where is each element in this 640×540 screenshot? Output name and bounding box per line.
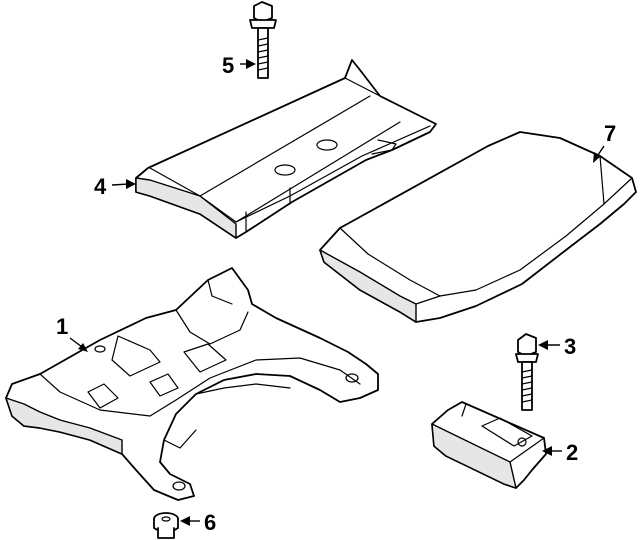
leader-7 [593, 145, 605, 163]
part-5-bolt [249, 1, 277, 79]
callout-5: 5 [222, 53, 234, 78]
callout-3: 3 [564, 334, 576, 359]
callout-1: 1 [56, 314, 68, 339]
leader-5 [240, 59, 256, 69]
callout-7: 7 [604, 121, 616, 146]
part-7-cargo-board [319, 131, 637, 323]
leader-3 [538, 340, 560, 350]
leader-1 [69, 337, 88, 352]
part-3-bolt [515, 333, 539, 411]
leader-6 [180, 516, 200, 526]
leader-4 [111, 179, 136, 189]
part-2-jack-block [431, 401, 547, 489]
part-4-floor-panel [135, 59, 437, 239]
callout-6: 6 [204, 510, 216, 535]
part-1-tire-carrier [5, 267, 379, 501]
part-6-clip [153, 512, 179, 539]
callout-4: 4 [94, 174, 107, 199]
callout-2: 2 [566, 440, 578, 465]
leader-2 [542, 446, 562, 456]
